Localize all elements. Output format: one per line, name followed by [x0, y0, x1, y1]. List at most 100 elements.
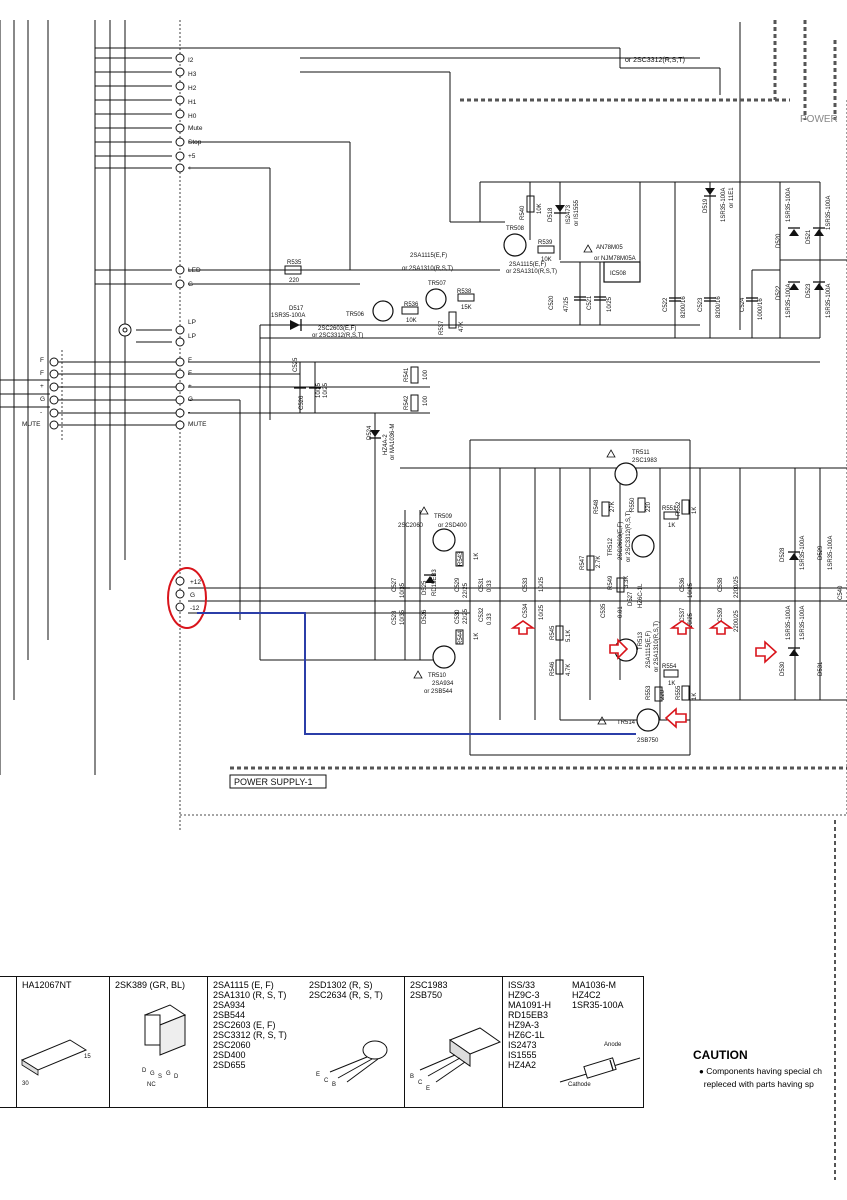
c522-label: C522 — [663, 297, 669, 312]
part-item: 2SC3312 (R, S, T) — [213, 1030, 287, 1040]
harness — [0, 323, 820, 620]
r553-label: R553 — [646, 685, 652, 700]
top-note: or 2SC3312(R,S,T) — [625, 57, 685, 64]
c526-value: 10/25 — [323, 382, 329, 398]
ic508-part: AN78M05 — [596, 245, 623, 251]
power-supply-block: TR509 2SC2060 or 2SD400 TR510 2SA934 or … — [188, 439, 847, 756]
r551-value: 1K — [668, 523, 675, 529]
arrow-4 — [708, 620, 734, 635]
tr508-label: TR508 — [506, 226, 525, 232]
r543-label: R543 — [458, 551, 464, 566]
d530-label: D530 — [780, 661, 786, 676]
caution-note: ● Components having special ch repleced … — [699, 1065, 822, 1090]
part-item: ISS/33 — [508, 980, 536, 990]
r541-label: R541 — [404, 367, 410, 382]
connector-pin — [175, 151, 185, 161]
c533-label: C533 — [523, 577, 529, 592]
d524-part: HZ4A-2 — [383, 434, 389, 455]
c538-value: 2200/25 — [734, 576, 740, 598]
tr508-alt: or 2SA1310(R,S,T) — [402, 266, 453, 272]
power-label-top: POWER — [800, 114, 838, 125]
r545-value: 5.1K — [566, 630, 572, 642]
part-item: 2SB750 — [410, 990, 443, 1000]
r548-label: R548 — [594, 499, 600, 514]
left-connector-pin — [49, 369, 59, 379]
tr514-label: TR514 — [617, 720, 636, 726]
r536-label: R536 — [404, 302, 419, 308]
parts-col-3: 2SA1115 (E, F) 2SA1310 (R, S, T) 2SA934 … — [208, 977, 405, 1107]
connector-pin — [175, 67, 185, 77]
tr514-part: 2SB750 — [637, 738, 659, 744]
r554-value: 1K — [668, 681, 675, 687]
c527-value: 10/35 — [400, 582, 406, 598]
part-item: IS2473 — [508, 1040, 537, 1050]
c536-value: 10/25 — [688, 582, 694, 598]
left-pin-label-f2: F — [40, 370, 44, 377]
r541-value: 100 — [423, 369, 429, 380]
left-pin-label-plus: + — [40, 383, 44, 390]
ic508-alt: or NJM78M05A — [594, 256, 636, 262]
c527-label: C527 — [392, 577, 398, 592]
c521-value: 10/25 — [607, 296, 613, 312]
parts-col-3a: 2SA1115 (E, F) 2SA1310 (R, S, T) 2SA934 … — [213, 980, 287, 1070]
top-wiring: or 2SC3312(R,S,T) POWER — [95, 20, 838, 420]
r552-label: R552 — [676, 501, 682, 516]
left-connector-pin — [49, 408, 59, 418]
d525-label: D525 — [422, 580, 428, 595]
d528-label: D528 — [780, 547, 786, 562]
highlight-trace — [197, 612, 636, 735]
c536-label: C536 — [680, 577, 686, 592]
part-item: HZ6C-1L — [508, 1030, 545, 1040]
r539-value: 10K — [541, 257, 552, 263]
power-supply-title: POWER SUPPLY-1 — [234, 777, 313, 787]
ic-pin-15: 15 — [84, 1054, 91, 1060]
connector-pin — [175, 123, 185, 133]
regulator-section: R535 220 D517 1SR35-100A TR506 2SC2603(E… — [188, 181, 847, 660]
part-item: 2SA1310 (R, S, T) — [213, 990, 287, 1000]
connector-pin — [175, 420, 185, 430]
part-item: HZ4A2 — [508, 1060, 537, 1070]
d529-part: 1SR35-100A — [828, 536, 834, 570]
r549-value: 3.3K — [624, 576, 630, 588]
c521-label: C521 — [587, 295, 593, 310]
connector-pin — [175, 337, 185, 347]
c528-label: C528 — [392, 610, 398, 625]
c540-label: C540 — [838, 585, 844, 600]
part-icons: 30 15 D G S G D NC E C B — [20, 1004, 641, 1092]
tr511-label: TR511 — [632, 450, 650, 456]
d519-part: 1SR35-100A — [721, 188, 727, 222]
parts-col-3b: 2SD1302 (R, S) 2SC2634 (R, S, T) — [309, 980, 383, 1000]
c520-label: C520 — [549, 295, 555, 310]
connector-pin — [175, 81, 185, 91]
left-connector-pin — [49, 382, 59, 392]
c522-value: 8200/16 — [681, 296, 687, 318]
tr509-part: 2SC2060 — [398, 523, 424, 529]
connector-pin — [175, 408, 185, 418]
d518-part: IS2473 — [566, 204, 572, 224]
part-item: 2SB544 — [213, 1010, 246, 1020]
d529-label: D529 — [818, 545, 824, 560]
d524-alt: or MA1036-M — [390, 424, 396, 460]
c539-label: C539 — [718, 607, 724, 622]
left-pin-label-mute: MUTE — [22, 421, 41, 428]
connector-pin — [175, 369, 185, 379]
c535-label: C535 — [601, 603, 607, 618]
pin-label-h2: H2 — [188, 85, 197, 92]
highlight-arrows — [510, 620, 778, 729]
power-supply-frame: POWER SUPPLY-1 — [180, 100, 847, 1180]
connector-pin — [175, 279, 185, 289]
tr506-part: 2SC2603(E,F) — [318, 326, 356, 332]
d524-label: D524 — [367, 425, 373, 440]
caution-line-2: repleced with parts having sp — [703, 1079, 814, 1089]
c537-value: 10/25 — [688, 612, 694, 628]
tr512-part: 2SC2603(E,F) — [618, 522, 624, 560]
caution-line-1: Components having special ch — [706, 1066, 822, 1076]
pin-label-lp2: LP — [188, 333, 196, 340]
tr513-label: TR513 — [638, 631, 644, 650]
r550-value: 220 — [646, 501, 652, 512]
d520-label: D520 — [776, 233, 782, 248]
c534-label: C534 — [523, 603, 529, 618]
left-connector-pin — [49, 357, 59, 367]
diode-package-icon: Anode Cathode — [559, 1042, 641, 1088]
